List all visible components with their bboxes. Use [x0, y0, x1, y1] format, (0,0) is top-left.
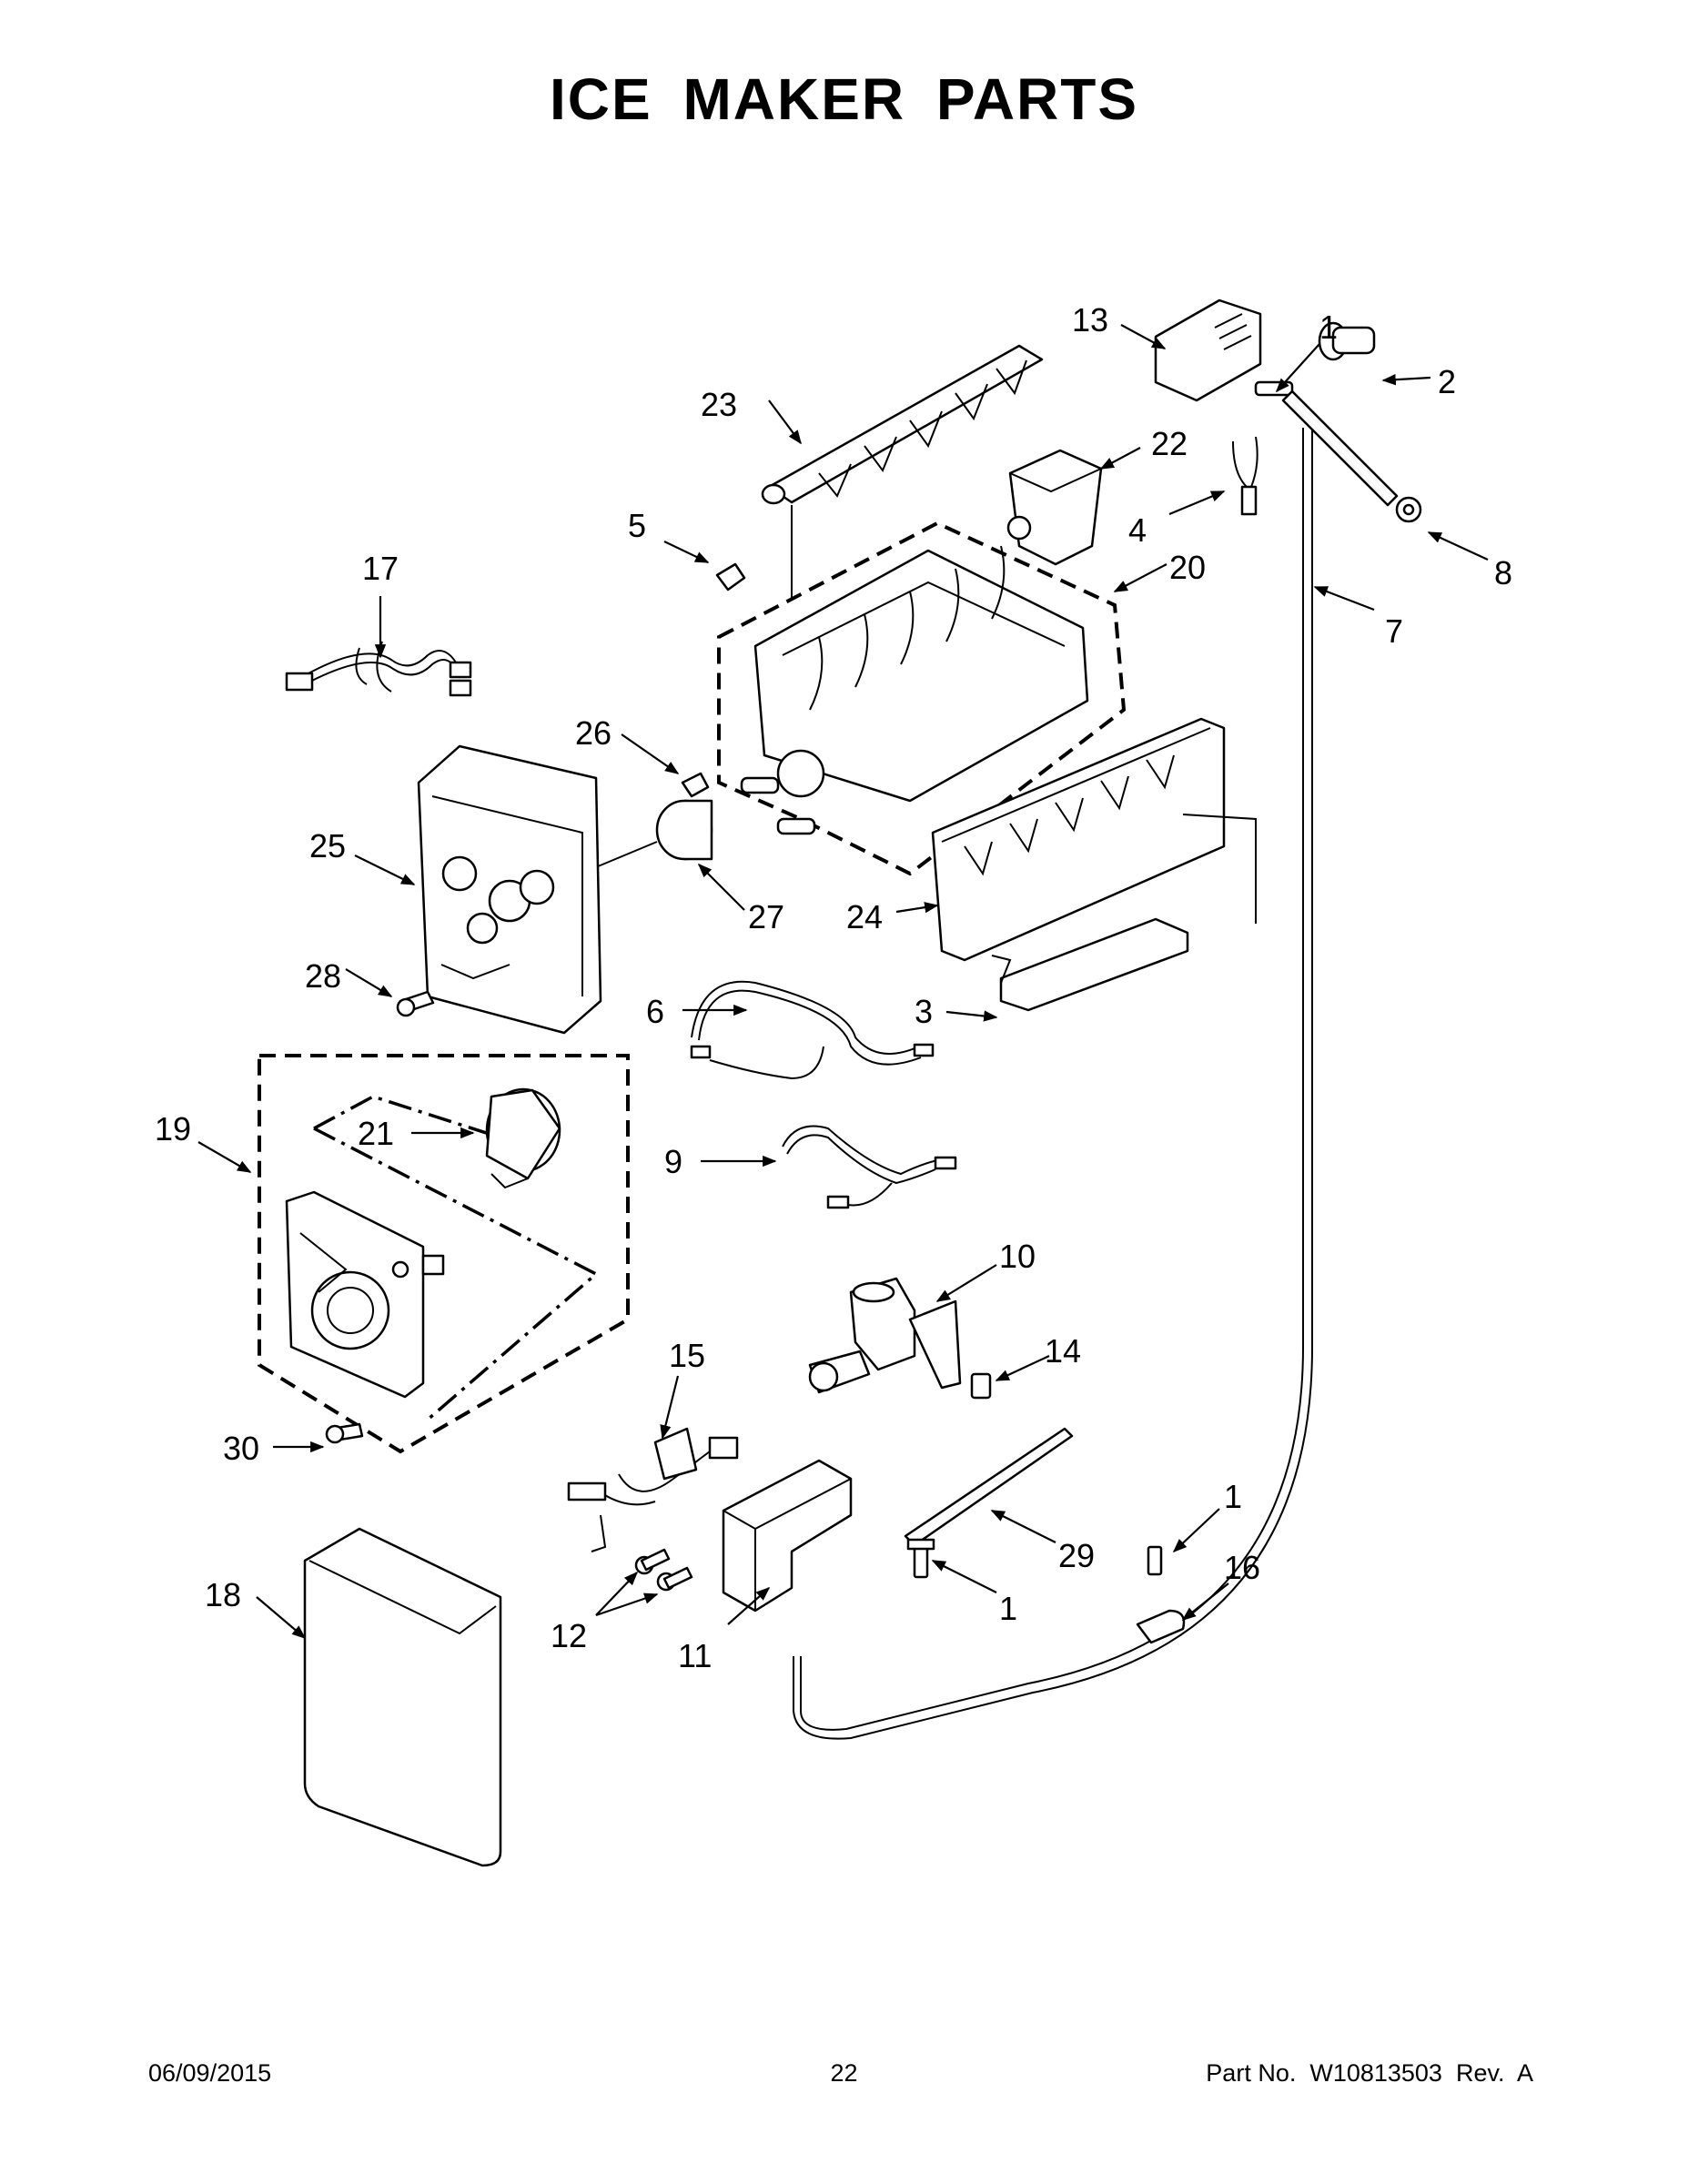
footer-page-number: 22	[830, 2059, 858, 2087]
callout-20: 20	[1169, 549, 1206, 586]
callout-25: 25	[309, 827, 346, 864]
screws-part-12	[634, 1548, 693, 1592]
callout-13: 13	[1072, 301, 1108, 339]
footer-part-number: Part No. W10813503 Rev. A	[1206, 2059, 1533, 2087]
callout-24: 24	[846, 898, 883, 935]
callout-30: 30	[223, 1430, 259, 1467]
control-assembly-outline	[258, 1054, 630, 1454]
clip-part	[715, 562, 746, 592]
callout-17: 17	[362, 550, 399, 587]
ejector-shaft-part	[761, 344, 1044, 601]
wire-harness-9	[782, 1125, 957, 1209]
control-assembly-dashdot	[313, 1095, 600, 1421]
screw-part-28	[396, 990, 435, 1017]
screw-part-14	[970, 1372, 992, 1400]
callout-6: 6	[646, 993, 664, 1030]
water-tube	[800, 428, 1304, 1731]
callout-23: 23	[701, 386, 737, 423]
fill-tube-part	[1281, 389, 1399, 507]
callout-26: 26	[575, 714, 612, 752]
callout-16: 16	[1224, 1549, 1260, 1586]
screw-part-30	[325, 1422, 364, 1444]
bracket-part-11	[722, 1459, 853, 1613]
callout-22: 22	[1151, 425, 1188, 462]
callout-15: 15	[669, 1337, 705, 1374]
bar-part-29	[904, 1427, 1074, 1547]
screw-part-1c	[1147, 1545, 1163, 1576]
ice-cup-part	[1006, 449, 1103, 566]
callout-5: 5	[628, 507, 646, 544]
callout-27: 27	[748, 898, 784, 935]
feeler-arm-part	[991, 814, 1257, 1012]
leader-lines	[197, 324, 1489, 1639]
callout-29: 29	[1058, 1537, 1095, 1574]
callout-7: 7	[1385, 612, 1403, 650]
callout-4: 4	[1128, 511, 1147, 549]
callout-28: 28	[305, 957, 341, 995]
thermostat-part	[1232, 436, 1258, 516]
screw-part-top	[1254, 380, 1294, 397]
callout-1-top: 1	[1319, 308, 1338, 346]
callout-21: 21	[358, 1115, 394, 1152]
callout-2: 2	[1438, 363, 1456, 400]
callout-18: 18	[205, 1576, 241, 1613]
callout-8: 8	[1494, 554, 1512, 592]
wire-harness-part	[285, 641, 472, 697]
callout-1-bottom: 1	[999, 1590, 1017, 1627]
clip-part-small	[681, 772, 710, 798]
cover-motor-part	[485, 1087, 561, 1189]
washer-part	[1395, 496, 1422, 523]
fill-cup-part	[1318, 321, 1376, 361]
screw-part-1b	[906, 1538, 935, 1579]
ice-stripper-part	[931, 717, 1226, 962]
callout-11: 11	[678, 1637, 712, 1674]
wire-harness-15	[567, 1427, 739, 1552]
housing-part	[417, 744, 602, 1035]
footer-date: 06/09/2015	[148, 2059, 272, 2087]
callout-14: 14	[1045, 1332, 1081, 1370]
control-module-part	[285, 1190, 445, 1399]
callout-12: 12	[551, 1617, 587, 1654]
callout-9: 9	[664, 1143, 682, 1180]
callout-1-right: 1	[1224, 1478, 1242, 1515]
callout-numbers: 13 1 2 23 22 4 5 8 20 7 17 26 25 27 24 2…	[155, 301, 1512, 1674]
mold-part	[740, 545, 1089, 835]
callout-19: 19	[155, 1110, 191, 1148]
callout-10: 10	[999, 1238, 1036, 1275]
bracket-part	[1154, 298, 1262, 402]
motor-part	[591, 799, 713, 870]
wire-harness-6	[690, 980, 935, 1080]
water-valve-part	[808, 1277, 962, 1394]
diagram-title: ICE MAKER PARTS	[549, 66, 1139, 132]
callout-3: 3	[915, 993, 933, 1030]
cover-part	[303, 1527, 502, 1867]
